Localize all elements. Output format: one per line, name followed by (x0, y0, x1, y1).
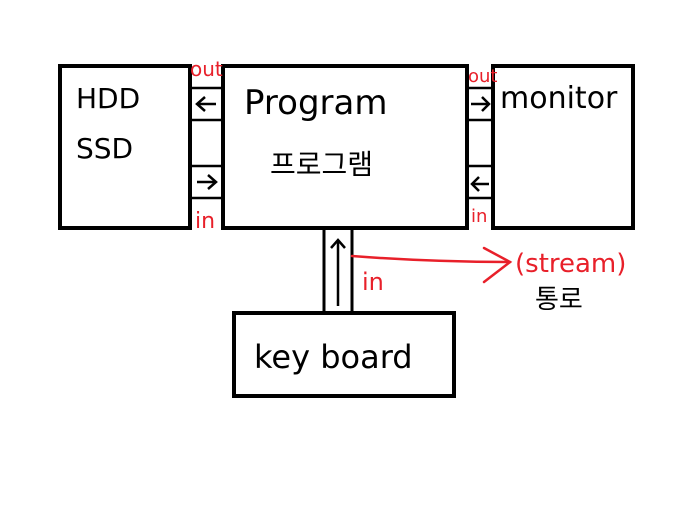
keyboard-label: key board (254, 338, 413, 376)
program-label-en: Program (244, 83, 387, 123)
program-box: Program 프로그램 (221, 64, 469, 230)
keyboard-box: key board (232, 311, 456, 398)
monitor-box: monitor (491, 64, 635, 230)
monitor-label: monitor (500, 81, 618, 116)
stream-label: (stream) (515, 249, 626, 279)
storage-in-arrow (197, 174, 218, 190)
storage-out-label: out (190, 57, 223, 81)
stream-korean-label: 통로 (535, 285, 583, 315)
storage-out-arrow (195, 96, 216, 112)
storage-label-ssd: SSD (76, 132, 133, 165)
keyboard-program-stream (322, 228, 354, 313)
monitor-in-label: in (471, 206, 487, 227)
stream-pointer-arrow (350, 246, 513, 284)
monitor-out-label: out (468, 66, 497, 87)
monitor-out-arrow (471, 96, 491, 112)
monitor-in-arrow (470, 176, 489, 192)
storage-box: HDD SSD (58, 64, 192, 230)
storage-label-hdd: HDD (76, 82, 140, 115)
storage-program-streams (190, 86, 223, 200)
storage-in-label: in (195, 209, 215, 234)
keyboard-in-arrow (330, 238, 346, 306)
keyboard-in-label: in (362, 268, 384, 296)
program-monitor-streams (467, 86, 493, 200)
program-label-ko: 프로그램 (270, 148, 373, 181)
